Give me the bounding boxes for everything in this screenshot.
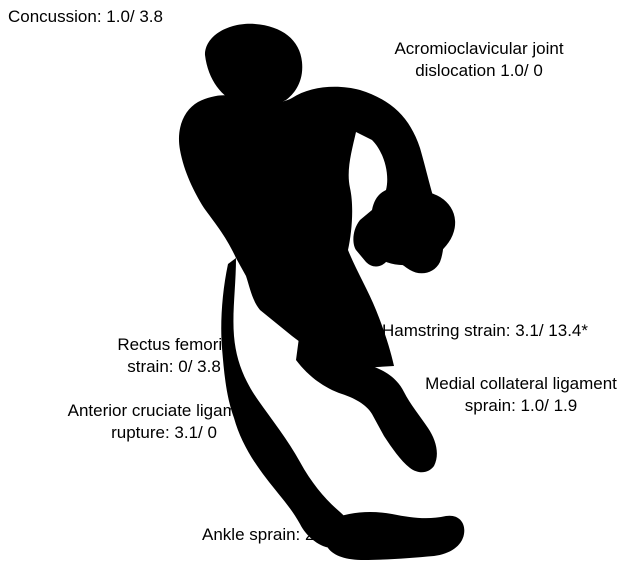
ankle-sprain-label: Ankle sprain: 2.1/ 0 [202,524,348,546]
anterior-cruciate-ligament-label: Anterior cruciate ligament rupture: 3.1/… [44,400,284,444]
rectus-femoris-label: Rectus femoris strain: 0/ 3.8 [90,334,258,378]
acromioclavicular-label: Acromioclavicular joint dislocation 1.0/… [370,38,588,82]
ankle-sprain-text: Ankle sprain: 2.1/ 0 [202,524,348,546]
rectus-femoris-line2: strain: 0/ 3.8 [90,356,258,378]
concussion-label: Concussion: 1.0/ 3.8 [8,6,163,28]
hamstring-label: Hamstring strain: 3.1/ 13.4* [382,320,588,342]
mcl-line1: Medial collateral ligament [405,373,637,395]
head-shape [205,24,302,106]
acromioclavicular-line1: Acromioclavicular joint [370,38,588,60]
concussion-text: Concussion: 1.0/ 3.8 [8,6,163,28]
acl-line1: Anterior cruciate ligament [44,400,284,422]
acl-line2: rupture: 3.1/ 0 [44,422,284,444]
medial-collateral-ligament-label: Medial collateral ligament sprain: 1.0/ … [405,373,637,417]
rectus-femoris-line1: Rectus femoris [90,334,258,356]
mcl-line2: sprain: 1.0/ 1.9 [405,395,637,417]
hamstring-text: Hamstring strain: 3.1/ 13.4* [382,320,588,342]
acromioclavicular-line2: dislocation 1.0/ 0 [370,60,588,82]
